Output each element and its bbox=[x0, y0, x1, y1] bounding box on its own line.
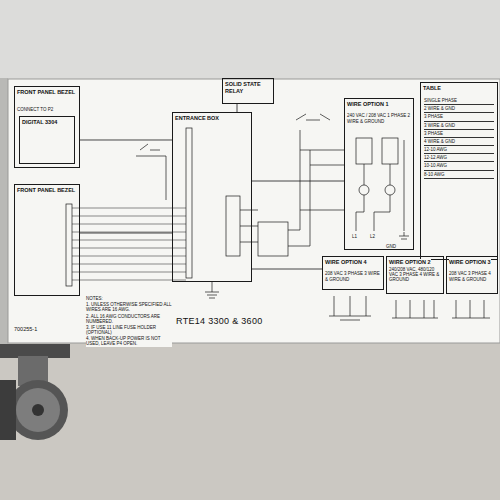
terminal-label: GND bbox=[386, 244, 396, 249]
relay bbox=[382, 138, 398, 164]
box-note: 240/208 VAC, 480/120 VAC 3 PHASE 4 WIRE … bbox=[389, 267, 441, 283]
wire-option-box: WIRE OPTION 3 208 VAC 3 PHASE 4 WIRE & GR… bbox=[446, 256, 498, 294]
box-heading: SOLID STATE RELAY bbox=[225, 81, 271, 94]
wire-connector bbox=[80, 139, 172, 140]
table-cell: SINGLE PHASE bbox=[424, 98, 494, 105]
table-cell: 3 PHASE bbox=[424, 131, 494, 138]
table-cell: 2 WIRE & GND bbox=[424, 106, 494, 113]
wire-connector bbox=[252, 269, 322, 270]
box-note: 208 VAC 3 PHASE 4 WIRE & GROUND bbox=[449, 271, 495, 282]
option-terminals bbox=[392, 300, 438, 318]
table-cell: 10-10 AWG bbox=[424, 163, 494, 170]
table-cells: SINGLE PHASE2 WIRE & GND3 PHASE3 WIRE & … bbox=[424, 98, 494, 180]
wire bbox=[72, 264, 186, 265]
panel-frame bbox=[0, 78, 8, 344]
drawing-number: 700255-1 bbox=[14, 326, 37, 332]
wire bbox=[72, 280, 186, 281]
wire-option-box: WIRE OPTION 2240/208 VAC, 480/120 VAC 3 … bbox=[386, 256, 444, 294]
diagram-panel bbox=[8, 79, 500, 343]
relay bbox=[356, 138, 372, 164]
wire-connector bbox=[80, 233, 172, 234]
table-cell: 12-12 AWG bbox=[424, 155, 494, 162]
box-heading: FRONT PANEL BEZEL bbox=[17, 89, 75, 96]
terminal-strip bbox=[186, 128, 192, 278]
wire bbox=[72, 232, 186, 233]
box-note: 240 VAC / 208 VAC 1 PHASE 2 WIRE & GROUN… bbox=[347, 113, 411, 124]
switch-symbol bbox=[296, 114, 330, 120]
wire-option-box: WIRE OPTION 4 208 VAC 3 PHASE 3 WIRE & GR… bbox=[322, 256, 384, 290]
box-heading: WIRE OPTION 3 bbox=[449, 259, 491, 266]
box-heading: WIRE OPTION 2 bbox=[389, 259, 431, 266]
wire bbox=[72, 240, 186, 241]
table-cell: 3 WIRE & GND bbox=[424, 123, 494, 130]
terminal-strip bbox=[66, 204, 72, 286]
panel-box: DIGITAL 3304 FRONT PANEL BEZEL CONNECT TO … bbox=[14, 86, 80, 168]
wire bbox=[72, 256, 186, 257]
note: 1. UNLESS OTHERWISE SPECIFIED ALL WIRES … bbox=[86, 302, 172, 312]
box-heading: WIRE OPTION 1 bbox=[347, 101, 389, 108]
panel-box: FRONT PANEL BEZEL bbox=[14, 184, 80, 296]
wire-option-box: WIRE OPTION 1 240 VAC / 208 VAC 1 PHASE 2… bbox=[344, 98, 414, 250]
wire-connector bbox=[237, 104, 238, 112]
note: 2. ALL 16 AWG CONDUCTORS ARE NUMBERED. bbox=[86, 314, 172, 324]
relay-box: SOLID STATE RELAY bbox=[222, 78, 274, 104]
wire bbox=[72, 224, 186, 225]
wire-connector bbox=[252, 181, 344, 182]
wire bbox=[240, 130, 310, 246]
wire bbox=[72, 248, 186, 249]
box-heading: ENTRANCE BOX bbox=[175, 115, 219, 122]
wire bbox=[72, 208, 186, 209]
wire-bundle bbox=[72, 208, 186, 280]
box-heading: DIGITAL 3304 bbox=[22, 119, 57, 126]
wire bbox=[356, 140, 404, 231]
table-cell: 3 PHASE bbox=[424, 114, 494, 121]
option-terminals bbox=[452, 300, 490, 318]
terminal bbox=[385, 185, 395, 195]
switch-symbol bbox=[136, 144, 166, 200]
box-heading: TABLE bbox=[423, 85, 441, 92]
table-cell: 8-10 AWG bbox=[424, 172, 494, 179]
notes-block: NOTES:1. UNLESS OTHERWISE SPECIFIED ALL … bbox=[86, 296, 172, 348]
option-terminals bbox=[329, 296, 371, 320]
terminal bbox=[359, 185, 369, 195]
floor bbox=[0, 342, 500, 500]
box-note: 208 VAC 3 PHASE 3 WIRE & GROUND bbox=[325, 271, 381, 282]
connector-block bbox=[226, 196, 240, 256]
ground-symbol bbox=[205, 282, 219, 298]
box-note: CONNECT TO P2 bbox=[17, 107, 53, 112]
wall bbox=[0, 0, 500, 80]
terminal-label: L2 bbox=[370, 234, 375, 239]
note: NOTES: bbox=[86, 296, 172, 301]
contactor bbox=[258, 222, 288, 256]
entrance-box: ENTRANCE BOX bbox=[172, 112, 252, 282]
drawing-title: RTE14 3300 & 3600 bbox=[176, 316, 263, 326]
ground-symbol bbox=[399, 232, 409, 239]
table-cell: 4 WIRE & GND bbox=[424, 139, 494, 146]
display-box: DIGITAL 3304 bbox=[19, 116, 75, 164]
table-cell: 12-10 AWG bbox=[424, 147, 494, 154]
note: 3. IF USE 11 LINE FUSE HOLDER (OPTIONAL) bbox=[86, 325, 172, 335]
note: 4. WHEN BACK-UP POWER IS NOT USED, LEAVE… bbox=[86, 336, 172, 346]
wire bbox=[72, 216, 186, 217]
wire bbox=[300, 150, 344, 210]
wire bbox=[72, 272, 186, 273]
terminal-label: L1 bbox=[352, 234, 357, 239]
box-heading: WIRE OPTION 4 bbox=[325, 259, 367, 266]
caster bbox=[0, 344, 70, 440]
box-heading: FRONT PANEL BEZEL bbox=[17, 187, 75, 194]
